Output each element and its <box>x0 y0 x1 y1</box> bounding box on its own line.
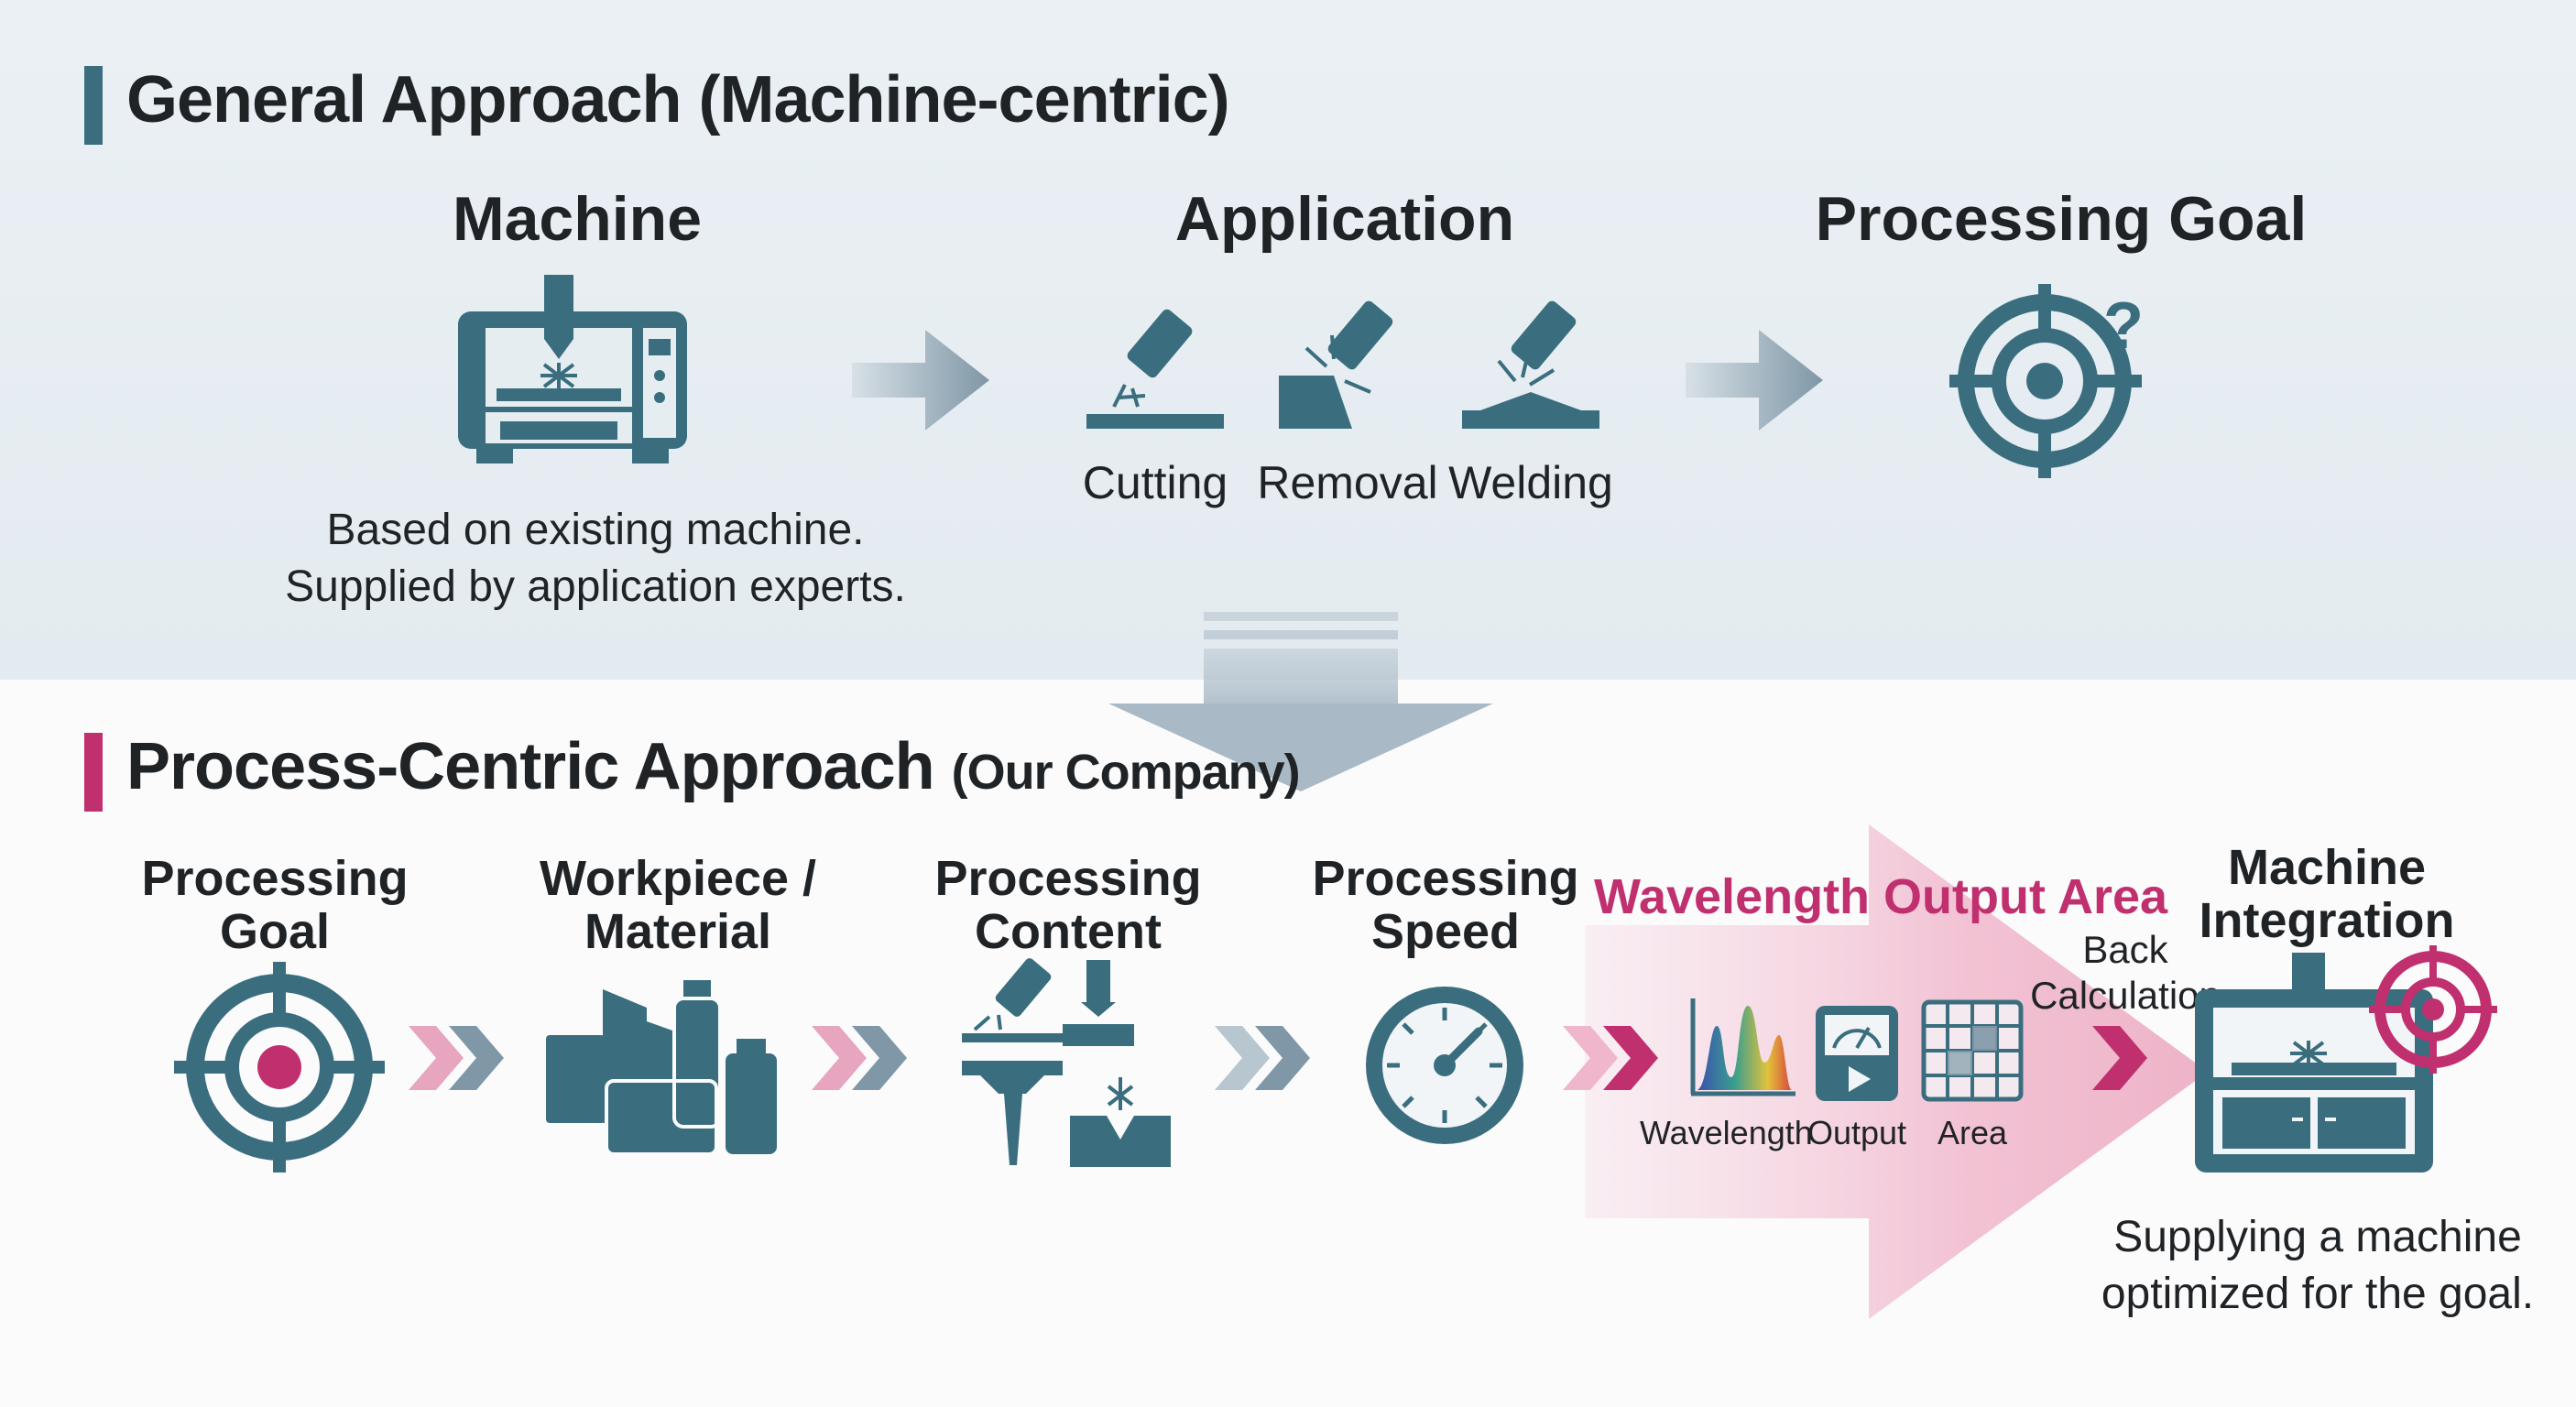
machine-heading: Machine <box>452 184 703 254</box>
grid-area-icon <box>1921 999 2024 1102</box>
flow-chevron-3 <box>1215 1026 1310 1090</box>
application-label-removal: Removal <box>1257 457 1438 508</box>
process-approach-title: Process-Centric Approach (Our Company) <box>126 729 1301 804</box>
process-title-sub: (Our Company) <box>951 745 1301 800</box>
integrated-machine-icon <box>2195 945 2497 1172</box>
materials-icon <box>546 980 777 1156</box>
back-calc-line1: Back <box>2082 928 2168 971</box>
machine-integration-line2: Integration <box>2199 893 2455 948</box>
general-approach-title: General Approach (Machine-centric) <box>126 63 1230 136</box>
step-speed-line2: Speed <box>1370 904 1521 959</box>
step-heading-speed: Processing Speed <box>1308 852 1583 958</box>
section-marker-process <box>84 733 103 812</box>
step-speed-line1: Processing <box>1312 851 1579 906</box>
laser-machine-icon <box>458 275 687 464</box>
machine-note-line2: Supplied by application experts. <box>285 562 906 611</box>
step-material-line1: Workpiece / <box>539 851 817 906</box>
flow-chevron-1 <box>409 1026 504 1090</box>
step-content-line1: Processing <box>934 851 1202 906</box>
flow-chevron-4 <box>1563 1026 1658 1090</box>
wavelength-label: Wavelength <box>1640 1114 1813 1151</box>
integration-note-line1: Supplying a machine <box>2113 1213 2522 1261</box>
step-heading-content: Processing Content <box>931 852 1206 958</box>
output-label: Output <box>1806 1114 1907 1151</box>
machine-note: Based on existing machine. Supplied by a… <box>229 502 962 616</box>
target-question-icon: ? <box>1949 284 2144 478</box>
target-icon <box>174 962 385 1172</box>
wavelength-block-title: Wavelength Output Area <box>1594 869 2168 924</box>
welding-icon <box>1462 300 1599 429</box>
svg-text:?: ? <box>2103 289 2144 363</box>
step-goal-line1: Processing <box>141 851 409 906</box>
integration-note-line2: optimized for the goal. <box>2101 1270 2535 1318</box>
area-label: Area <box>1937 1114 2008 1151</box>
back-calc-line2: Calculation <box>2030 974 2221 1017</box>
flow-arrow-machine-to-application <box>852 330 989 431</box>
machine-integration-line1: Machine <box>2227 840 2427 895</box>
transition-down-arrow <box>1108 612 1493 791</box>
flow-arrow-application-to-goal <box>1686 330 1823 431</box>
removal-icon <box>1279 300 1393 429</box>
cutting-icon <box>1086 309 1224 429</box>
step-content-line2: Content <box>975 904 1162 959</box>
machine-integration-note: Supplying a machine optimized for the go… <box>2070 1209 2565 1323</box>
step-heading-material: Workpiece / Material <box>522 852 834 958</box>
power-meter-icon <box>1816 1006 1898 1101</box>
processing-tools-icon <box>962 958 1171 1167</box>
process-title-main: Process-Centric Approach <box>126 730 935 803</box>
step-heading-goal: Processing Goal <box>137 852 412 958</box>
processing-goal-heading: Processing Goal <box>1815 184 2308 254</box>
step-goal-line2: Goal <box>219 904 331 959</box>
application-label-welding: Welding <box>1448 457 1613 508</box>
back-calculation-label: Back Calculation <box>1988 927 2263 1019</box>
machine-note-line1: Based on existing machine. <box>326 506 865 554</box>
spectrum-icon <box>1690 998 1796 1096</box>
step-material-line2: Material <box>584 904 772 959</box>
machine-integration-heading: Machine Integration <box>2180 841 2473 947</box>
top-section-background <box>0 0 2576 680</box>
application-heading: Application <box>1174 184 1515 254</box>
flow-chevron-2 <box>812 1026 907 1090</box>
section-marker-general <box>84 66 103 145</box>
flow-chevron-5 <box>2092 1026 2147 1090</box>
speed-gauge-icon <box>1366 987 1523 1144</box>
application-label-cutting: Cutting <box>1082 457 1228 508</box>
